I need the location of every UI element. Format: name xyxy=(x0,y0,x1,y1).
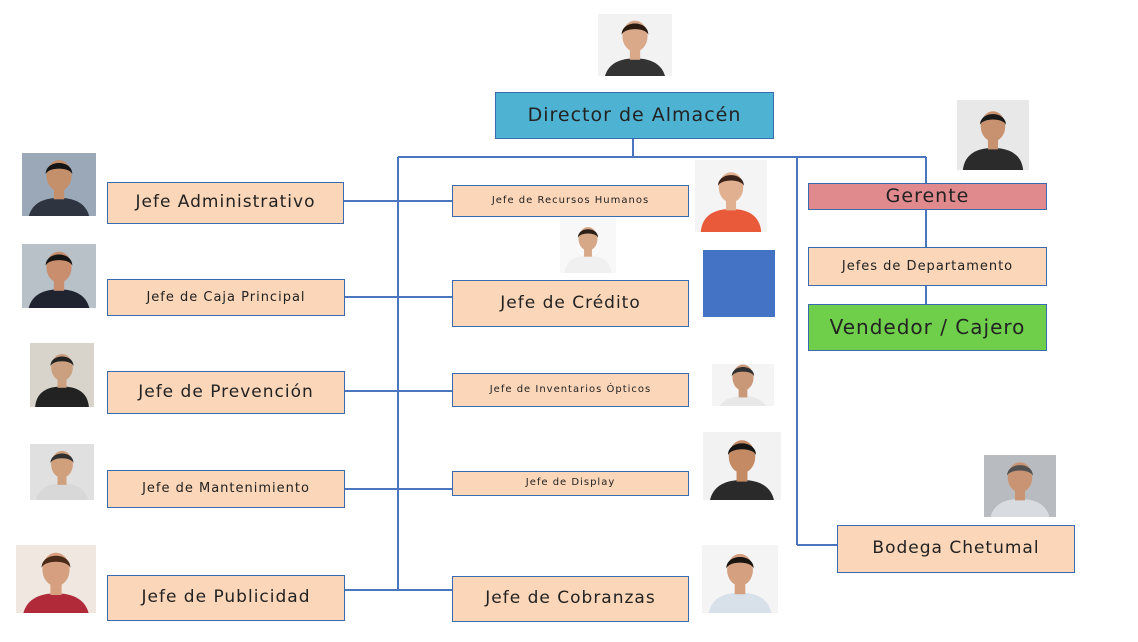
person-photo-icon xyxy=(30,343,94,407)
director-photo xyxy=(598,14,672,76)
middle-photo-2 xyxy=(560,218,616,273)
vendedor-cajero-box: Vendedor / Cajero xyxy=(808,304,1047,351)
left-box-3: Jefe de Prevención xyxy=(107,371,345,414)
middle-label-5: Jefe de Cobranzas xyxy=(485,588,656,609)
middle-photo-1 xyxy=(695,160,767,232)
jefes-departamento-label: Jefes de Departamento xyxy=(841,258,1014,274)
left-box-4: Jefe de Mantenimiento xyxy=(107,470,345,508)
director-box: Director de Almacén xyxy=(495,92,774,139)
middle-label-4: Jefe de Display xyxy=(525,477,616,489)
left-box-5: Jefe de Publicidad xyxy=(107,575,345,621)
gerente-label: Gerente xyxy=(885,184,970,207)
middle-box-1: Jefe de Recursos Humanos xyxy=(452,185,689,217)
person-photo-icon xyxy=(598,14,672,76)
middle-label-3: Jefe de Inventarios Ópticos xyxy=(489,383,652,395)
left-box-1: Jefe Administrativo xyxy=(107,182,344,224)
left-label-3: Jefe de Prevención xyxy=(138,381,314,402)
jefes-departamento-box: Jefes de Departamento xyxy=(808,247,1047,286)
director-label: Director de Almacén xyxy=(527,103,742,126)
middle-box-5: Jefe de Cobranzas xyxy=(452,576,689,622)
person-photo-icon xyxy=(22,153,96,216)
person-photo-icon xyxy=(30,444,94,500)
person-photo-icon xyxy=(703,432,781,500)
middle-photo-5 xyxy=(702,545,778,613)
left-label-4: Jefe de Mantenimiento xyxy=(142,481,310,497)
person-photo-icon xyxy=(695,160,767,232)
person-photo-icon xyxy=(957,100,1029,170)
bodega-box: Bodega Chetumal xyxy=(837,525,1075,573)
left-photo-3 xyxy=(30,343,94,407)
person-photo-icon xyxy=(984,455,1056,517)
left-box-2: Jefe de Caja Principal xyxy=(107,279,345,316)
middle-label-2: Jefe de Crédito xyxy=(500,292,641,313)
left-photo-2 xyxy=(22,244,96,308)
person-photo-icon xyxy=(22,244,96,308)
left-label-1: Jefe Administrativo xyxy=(135,192,316,213)
person-photo-icon xyxy=(712,364,774,406)
bodega-label: Bodega Chetumal xyxy=(872,538,1040,559)
left-photo-4 xyxy=(30,444,94,500)
middle-box-3: Jefe de Inventarios Ópticos xyxy=(452,373,689,407)
middle-box-2: Jefe de Crédito xyxy=(452,280,689,327)
left-label-5: Jefe de Publicidad xyxy=(141,587,311,608)
middle-box-4: Jefe de Display xyxy=(452,471,689,496)
gerente-photo xyxy=(957,100,1029,170)
left-photo-1 xyxy=(22,153,96,216)
left-label-2: Jefe de Caja Principal xyxy=(146,289,306,305)
bodega-photo xyxy=(984,455,1056,517)
person-photo-icon xyxy=(560,218,616,273)
middle-photo-4 xyxy=(703,432,781,500)
middle-label-1: Jefe de Recursos Humanos xyxy=(491,194,650,206)
person-photo-icon xyxy=(16,545,96,613)
photo-placeholder xyxy=(703,250,775,317)
left-photo-5 xyxy=(16,545,96,613)
gerente-box: Gerente xyxy=(808,183,1047,210)
middle-photo-3 xyxy=(712,364,774,406)
person-photo-icon xyxy=(702,545,778,613)
vendedor-cajero-label: Vendedor / Cajero xyxy=(829,315,1026,339)
